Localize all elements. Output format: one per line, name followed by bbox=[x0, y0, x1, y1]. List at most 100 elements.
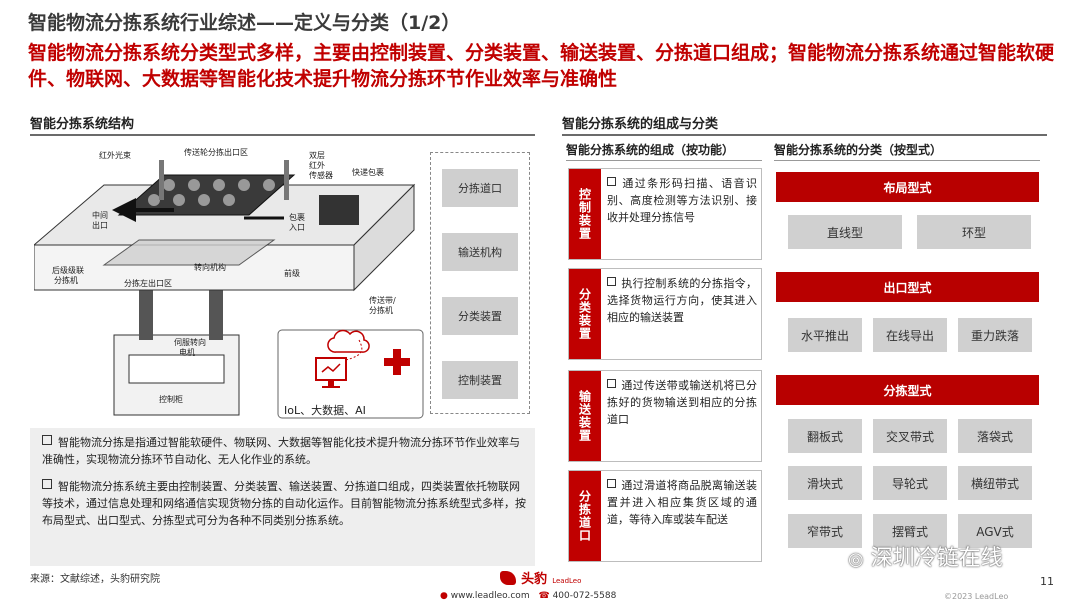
sort-type-bar: 分拣型式 bbox=[776, 375, 1039, 405]
exit-cell-inline: 在线导出 bbox=[873, 318, 947, 352]
footer-contact: ● www.leadleo.com ☎ 400-072-5588 bbox=[440, 591, 616, 601]
bullet-square-icon bbox=[607, 379, 616, 388]
left-exit-shelf bbox=[102, 239, 276, 266]
label-parcel-in2: 入口 bbox=[289, 223, 305, 232]
function-text: 通过条形码扫描、语音识别、高度检测等方法识别、接收并处理分拣信号 bbox=[607, 177, 757, 224]
sort-cell: 落袋式 bbox=[958, 419, 1032, 453]
label-ir-beam: 红外光束 bbox=[99, 150, 131, 160]
component-conveyor: 输送机构 bbox=[442, 233, 518, 271]
function-tag: 控制装置 bbox=[569, 169, 601, 259]
function-title: 智能分拣系统的组成（按功能） bbox=[566, 143, 735, 157]
label-servo2: 电机 bbox=[179, 347, 195, 357]
description-box: 智能物流分拣是指通过智能软硬件、物联网、大数据等智能化技术提升物流分拣环节作业效… bbox=[30, 428, 535, 566]
sort-cell: AGV式 bbox=[958, 514, 1032, 548]
bullet-square-icon bbox=[607, 479, 616, 488]
layout-cell-ring: 环型 bbox=[917, 215, 1031, 249]
sensor-post-left bbox=[159, 160, 164, 200]
cabinet-panel bbox=[128, 354, 225, 384]
label-double-ir: 双层 bbox=[309, 151, 325, 160]
function-tag: 输送装置 bbox=[569, 371, 601, 461]
sensor-post-right bbox=[284, 160, 289, 200]
sorting-machine-illustration: 红外光束 传送轮分拣出口区 双层 红外 传感器 快递包裹 中间 出口 包裹 入口… bbox=[32, 147, 424, 419]
label-cabinet: 控制柜 bbox=[159, 394, 183, 404]
component-exit-lane: 分拣道口 bbox=[442, 169, 518, 207]
sort-cell: 横纽带式 bbox=[958, 466, 1032, 500]
function-text: 通过传送带或输送机将已分拣好的货物输送到相应的分拣道口 bbox=[607, 379, 757, 426]
tech-bracket bbox=[277, 329, 424, 419]
cloud-icon bbox=[327, 329, 370, 353]
page-subtitle: 智能物流分拣系统分类型式多样，主要由控制装置、分类装置、输送装置、分拣道口组成；… bbox=[28, 42, 1055, 90]
grid-wheels bbox=[148, 179, 275, 206]
composition-section-title: 智能分拣系统的组成与分类 bbox=[562, 117, 719, 132]
footer-website[interactable]: www.leadleo.com bbox=[450, 591, 530, 601]
table-side bbox=[353, 183, 415, 292]
sort-cell: 交叉带式 bbox=[873, 419, 947, 453]
sort-cell: 摆臂式 bbox=[873, 514, 947, 548]
components-dashed-box: 分拣道口 输送机构 分类装置 控制装置 bbox=[430, 152, 530, 414]
wechat-icon: ◎ bbox=[848, 549, 864, 570]
phone-icon: ☎ bbox=[538, 591, 550, 601]
sort-cell: 窄带式 bbox=[788, 514, 862, 548]
function-row-convey: 输送装置 通过传送带或输送机将已分拣好的货物输送到相应的分拣道口 bbox=[568, 370, 762, 462]
express-box bbox=[319, 195, 359, 225]
label-rear-sorter: 后级级联 bbox=[52, 265, 84, 275]
footer-logo: 头豹 LeadLeo bbox=[500, 568, 581, 587]
label-belt2: 分拣机 bbox=[369, 305, 393, 315]
layout-type-bar: 布局型式 bbox=[776, 172, 1039, 202]
label-belt: 传送带/ bbox=[369, 295, 396, 305]
structure-section-title: 智能分拣系统结构 bbox=[30, 117, 135, 132]
copyright: ©2023 LeadLeo bbox=[944, 592, 1009, 601]
leg-right bbox=[209, 290, 223, 340]
function-title-rule bbox=[566, 160, 762, 161]
label-steering: 转向机构 bbox=[194, 262, 226, 272]
label-mid-exit2: 出口 bbox=[92, 220, 108, 230]
page-number: 11 bbox=[1040, 575, 1054, 588]
label-parcel-in: 包裹 bbox=[289, 212, 305, 222]
type-title-rule bbox=[774, 160, 1040, 161]
label-double-ir2: 红外 bbox=[309, 160, 325, 170]
sort-cell: 翻板式 bbox=[788, 419, 862, 453]
sort-cell: 导轮式 bbox=[873, 466, 947, 500]
component-classifier: 分类装置 bbox=[442, 297, 518, 335]
exit-cell-push: 水平推出 bbox=[788, 318, 862, 352]
exit-cell-gravity: 重力跌落 bbox=[958, 318, 1032, 352]
bullet-square-icon bbox=[42, 435, 52, 445]
globe-icon: ● bbox=[440, 591, 448, 601]
bullet-square-icon bbox=[607, 177, 616, 186]
leopard-icon bbox=[500, 571, 516, 585]
watermark: ◎ 深圳冷链在线 bbox=[848, 546, 1003, 571]
leg-left bbox=[139, 290, 153, 340]
function-text: 执行控制系统的分拣指令，选择货物运行方向，使其进入相应的输送装置 bbox=[607, 277, 757, 324]
logo-text: 头豹 bbox=[521, 572, 548, 587]
source-note: 来源：文献综述，头豹研究院 bbox=[30, 574, 160, 585]
label-express: 快递包裹 bbox=[352, 167, 384, 177]
function-row-control: 控制装置 通过条形码扫描、语音识别、高度检测等方法识别、接收并处理分拣信号 bbox=[568, 168, 762, 260]
description-bullet-1: 智能物流分拣是指通过智能软硬件、物联网、大数据等智能化技术提升物流分拣环节作业效… bbox=[42, 435, 520, 466]
logo-subtext: LeadLeo bbox=[552, 577, 582, 585]
component-controller: 控制装置 bbox=[442, 361, 518, 399]
label-rear-sorter2: 分拣机 bbox=[54, 275, 78, 285]
composition-section-rule bbox=[562, 134, 1047, 136]
layout-cell-linear: 直线型 bbox=[788, 215, 902, 249]
footer-phone: 400-072-5588 bbox=[552, 591, 617, 601]
function-row-exit: 分拣道口 通过滑道将商品脱离输送装置并进入相应集货区域的通道，等待入库或装车配送 bbox=[568, 470, 762, 562]
page-title: 智能物流分拣系统行业综述——定义与分类（1/2） bbox=[28, 12, 461, 34]
monitor-chart bbox=[321, 363, 341, 373]
label-servo: 伺服转向 bbox=[174, 337, 206, 347]
sort-cell: 滑块式 bbox=[788, 466, 862, 500]
function-tag: 分拣道口 bbox=[569, 471, 601, 561]
label-conveyor-wheel: 传送轮分拣出口区 bbox=[184, 147, 248, 157]
label-front: 前级 bbox=[284, 268, 300, 278]
bullet-square-icon bbox=[42, 479, 52, 489]
bullet-square-icon bbox=[607, 277, 616, 286]
function-row-classify: 分类装置 执行控制系统的分拣指令，选择货物运行方向，使其进入相应的输送装置 bbox=[568, 268, 762, 360]
label-double-ir3: 传感器 bbox=[309, 170, 333, 180]
type-title: 智能分拣系统的分类（按型式） bbox=[774, 143, 943, 157]
structure-section-rule bbox=[30, 134, 535, 136]
description-bullet-2: 智能物流分拣系统主要由控制装置、分类装置、输送装置、分拣道口组成，四类装置依托物… bbox=[42, 479, 526, 527]
sorting-system-diagram: 红外光束 传送轮分拣出口区 双层 红外 传感器 快递包裹 中间 出口 包裹 入口… bbox=[32, 140, 424, 425]
tech-label: IoL、大数据、AI bbox=[284, 404, 366, 417]
label-left-exit: 分拣左出口区 bbox=[124, 278, 172, 288]
function-text: 通过滑道将商品脱离输送装置并进入相应集货区域的通道，等待入库或装车配送 bbox=[607, 479, 757, 526]
function-tag: 分类装置 bbox=[569, 269, 601, 359]
